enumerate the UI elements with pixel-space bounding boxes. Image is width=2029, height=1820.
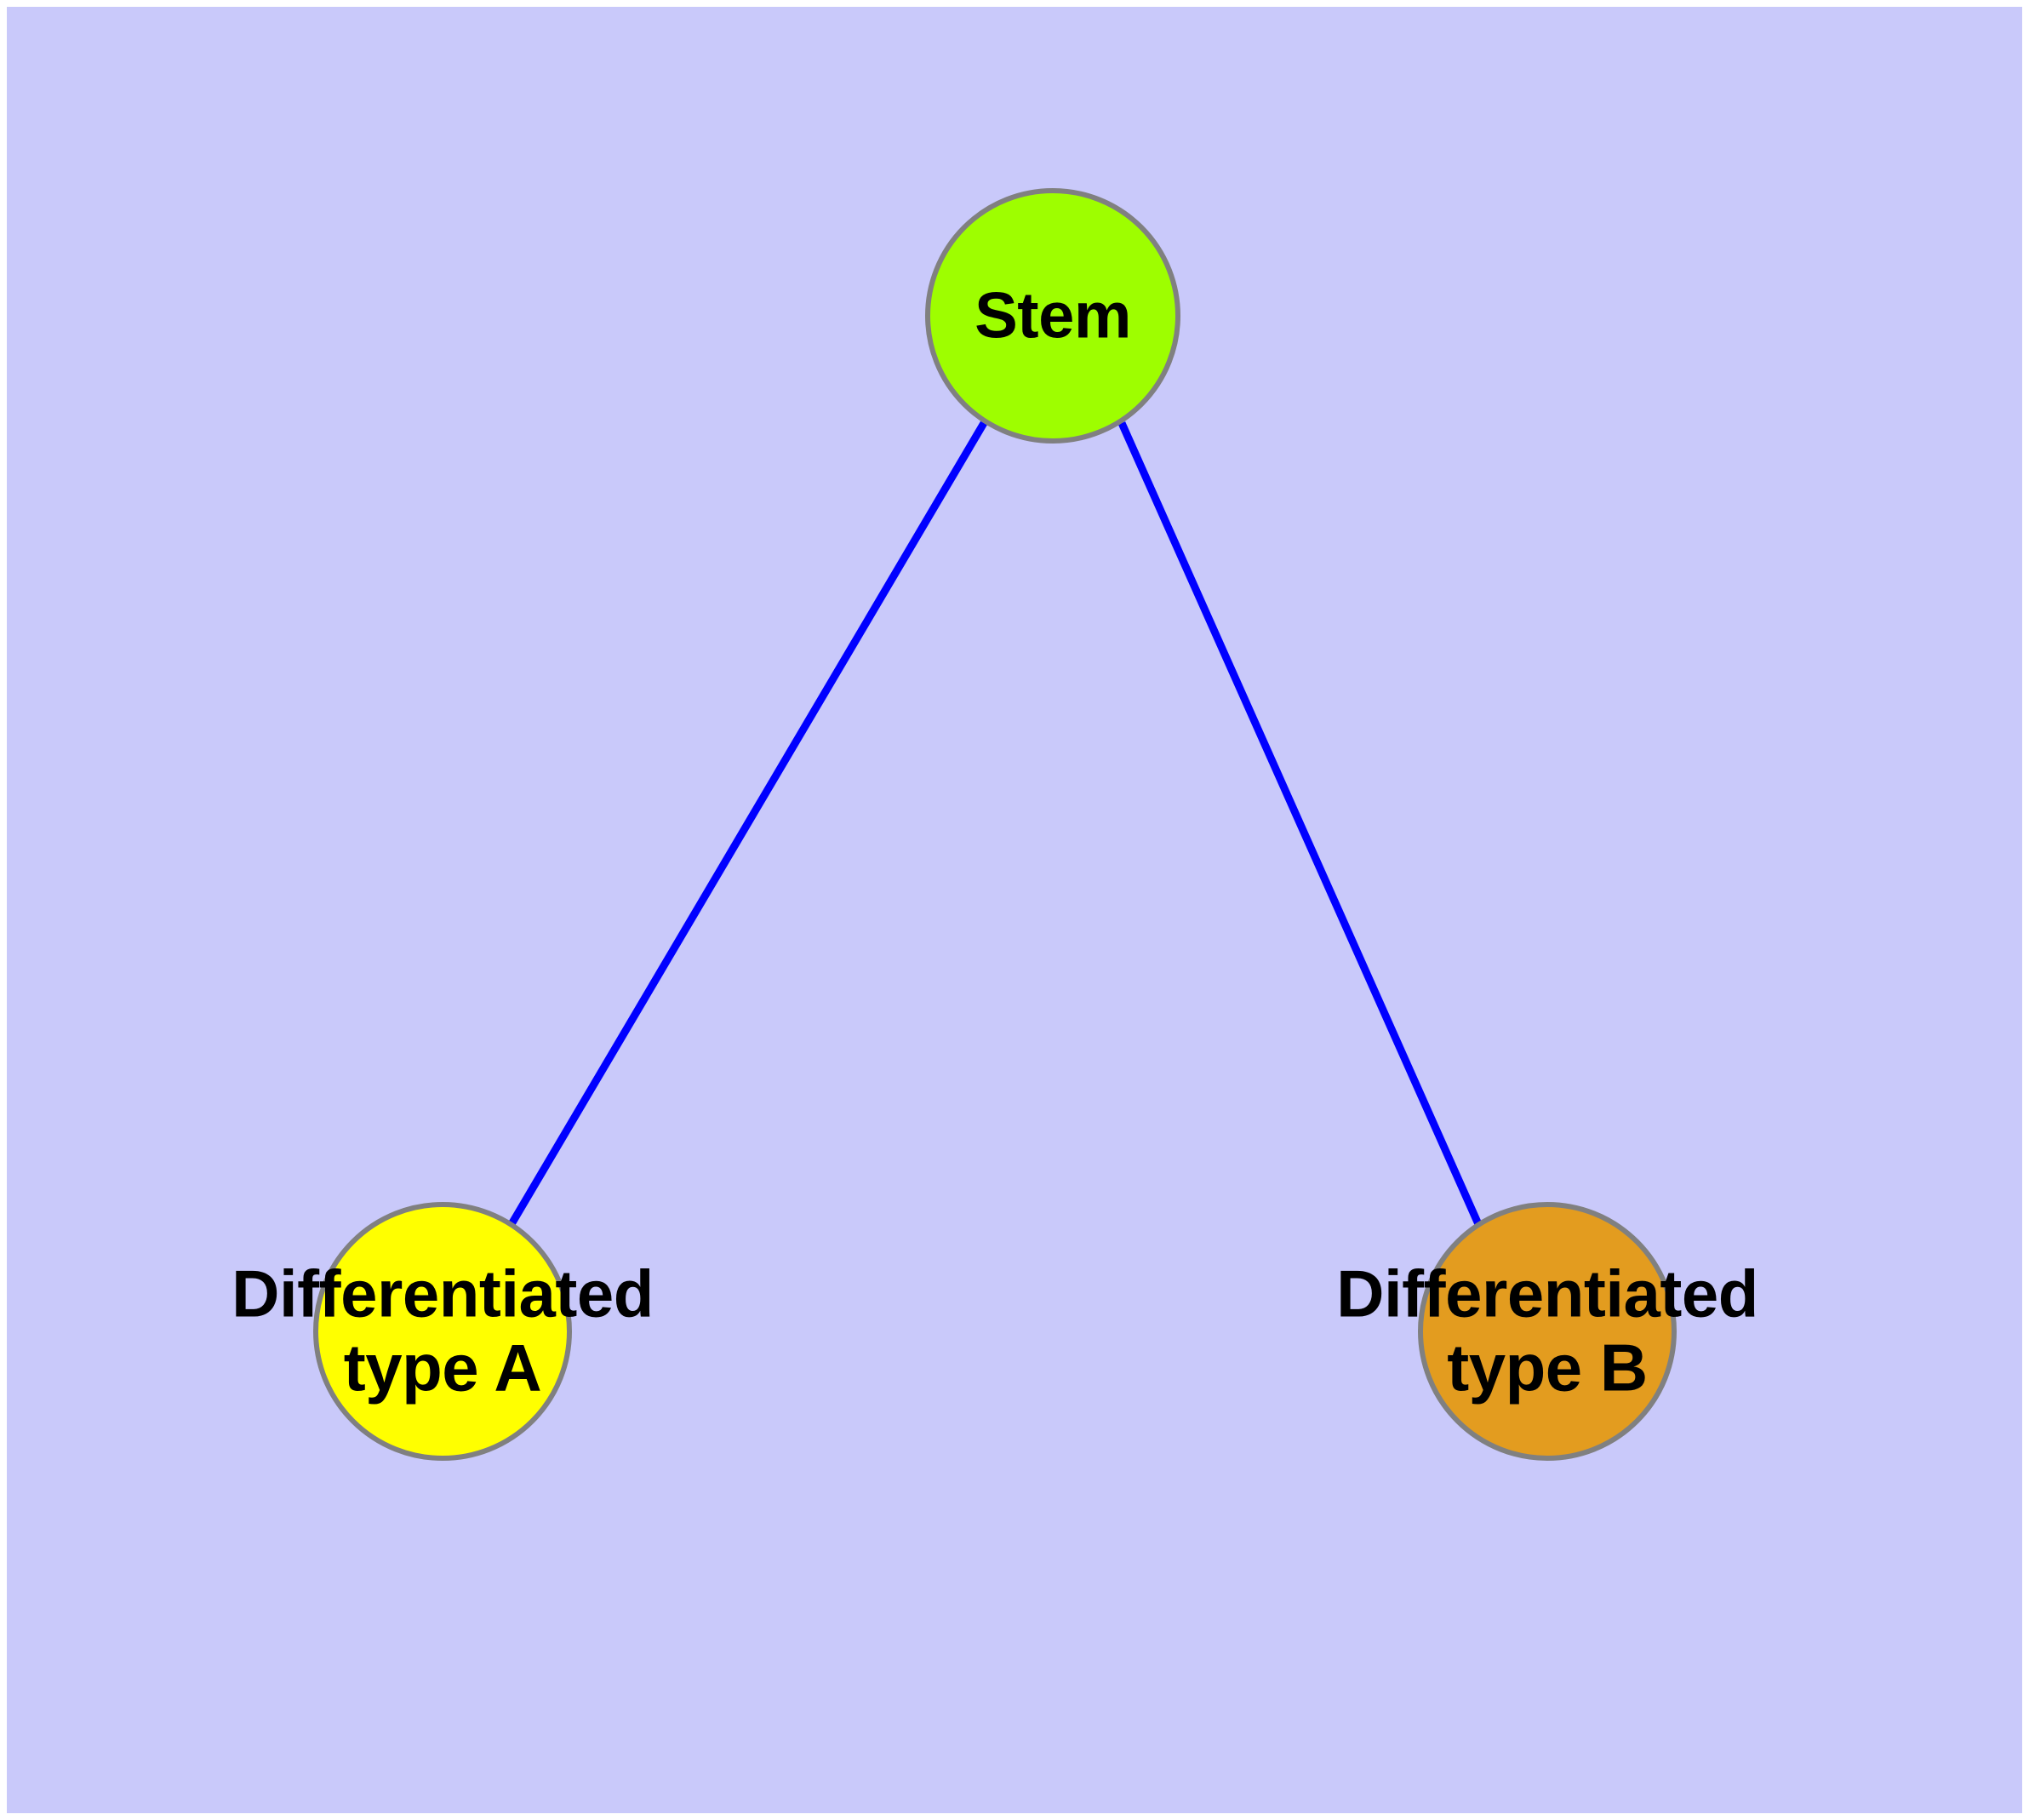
node-differentiated-type-b[interactable] — [1418, 1202, 1677, 1461]
node-differentiated-type-a[interactable] — [313, 1202, 572, 1461]
edge-stem-to-differentiated-type-a — [508, 421, 987, 1227]
edge-stem-to-differentiated-type-b — [1117, 421, 1483, 1226]
diagram-plot-area: Stem Differentiated type A Differentiate… — [7, 7, 2022, 1813]
edge-layer — [508, 421, 1483, 1227]
node-stem[interactable] — [925, 188, 1180, 444]
